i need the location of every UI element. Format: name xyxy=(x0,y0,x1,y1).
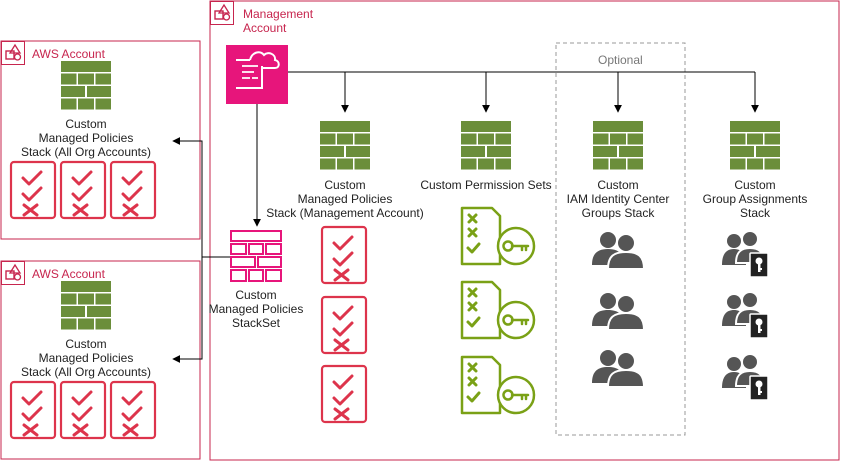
cloudformation-stack-icon xyxy=(730,121,780,170)
policy-document-icon xyxy=(59,380,107,440)
stackset-line1: Custom xyxy=(235,288,277,302)
stackset-line2: Managed Policies xyxy=(208,302,304,316)
cloudformation-stack-icon xyxy=(593,121,643,170)
policy-document-icon xyxy=(320,364,368,424)
connector-lines xyxy=(172,71,759,363)
cloudformation-stackset-icon xyxy=(230,230,282,282)
stack-groups-label: Custom IAM Identity Center Groups Stack xyxy=(558,178,678,220)
management-account-label-line2: Account xyxy=(243,21,287,35)
users-icon xyxy=(591,231,645,270)
stack-assign-line1: Custom xyxy=(734,178,776,192)
permission-set-icon xyxy=(460,280,536,340)
optional-label: Optional xyxy=(598,53,643,67)
stack-assign-line2: Group Assignments xyxy=(702,192,808,206)
users-icon xyxy=(591,292,645,331)
stack-org-1-label: Custom Managed Policies Stack (All Org A… xyxy=(0,117,172,159)
stack-org-2-line3: Stack (All Org Accounts) xyxy=(20,365,152,379)
stack-groups-line1: Custom xyxy=(597,178,639,192)
stack-mgmt-line1: Custom xyxy=(324,178,366,192)
user-key-icon xyxy=(721,291,769,339)
stack-mgmt-line2: Managed Policies xyxy=(297,192,393,206)
users-icon xyxy=(591,349,645,388)
stack-org-2-label: Custom Managed Policies Stack (All Org A… xyxy=(0,337,172,379)
stack-org-1-line2: Managed Policies xyxy=(38,131,134,145)
account-group-icon xyxy=(0,260,26,286)
stack-groups-line2: IAM Identity Center xyxy=(566,192,670,206)
management-account-container xyxy=(209,0,840,461)
aws-account-2-label: AWS Account xyxy=(32,267,105,281)
account-group-icon xyxy=(209,0,235,26)
cloudformation-stack-icon xyxy=(61,281,111,330)
policy-document-icon xyxy=(9,380,57,440)
user-key-icon xyxy=(721,230,769,278)
stack-assign-line3: Stack xyxy=(739,206,770,220)
stack-mgmt-label: Custom Managed Policies Stack (Managemen… xyxy=(265,178,425,220)
stack-permsets-label: Custom Permission Sets xyxy=(416,178,556,192)
permission-set-icon xyxy=(460,355,536,415)
policy-document-icon xyxy=(109,380,157,440)
cloudformation-stack-icon xyxy=(461,121,511,170)
account-group-icon xyxy=(0,40,26,66)
policy-document-icon xyxy=(320,225,368,285)
policy-document-icon xyxy=(9,160,57,220)
stack-assign-label: Custom Group Assignments Stack xyxy=(695,178,815,220)
cloudformation-stack-icon xyxy=(61,61,111,110)
stackset-line3: StackSet xyxy=(231,316,281,330)
stack-org-1-line3: Stack (All Org Accounts) xyxy=(20,145,152,159)
policy-document-icon xyxy=(320,295,368,355)
policy-document-icon xyxy=(59,160,107,220)
policy-document-icon xyxy=(109,160,157,220)
stack-groups-line3: Groups Stack xyxy=(581,206,655,220)
optional-group-container xyxy=(555,42,686,436)
user-key-icon xyxy=(721,353,769,401)
aws-account-2-container xyxy=(0,260,201,460)
cloudformation-stack-icon xyxy=(320,121,370,170)
aws-account-1-container xyxy=(0,40,201,240)
stack-mgmt-line3: Stack (Management Account) xyxy=(266,206,424,220)
cloudformation-template-icon xyxy=(226,45,288,104)
management-account-label: Management Account xyxy=(243,7,313,35)
stack-org-1-line1: Custom xyxy=(65,117,107,131)
stack-org-2-line1: Custom xyxy=(65,337,107,351)
stackset-label: Custom Managed Policies StackSet xyxy=(206,288,306,330)
aws-account-1-label: AWS Account xyxy=(32,47,105,61)
stack-permsets-line1: Custom Permission Sets xyxy=(420,178,552,192)
management-account-label-line1: Management xyxy=(243,7,314,21)
permission-set-icon xyxy=(460,206,536,266)
stack-org-2-line2: Managed Policies xyxy=(38,351,134,365)
